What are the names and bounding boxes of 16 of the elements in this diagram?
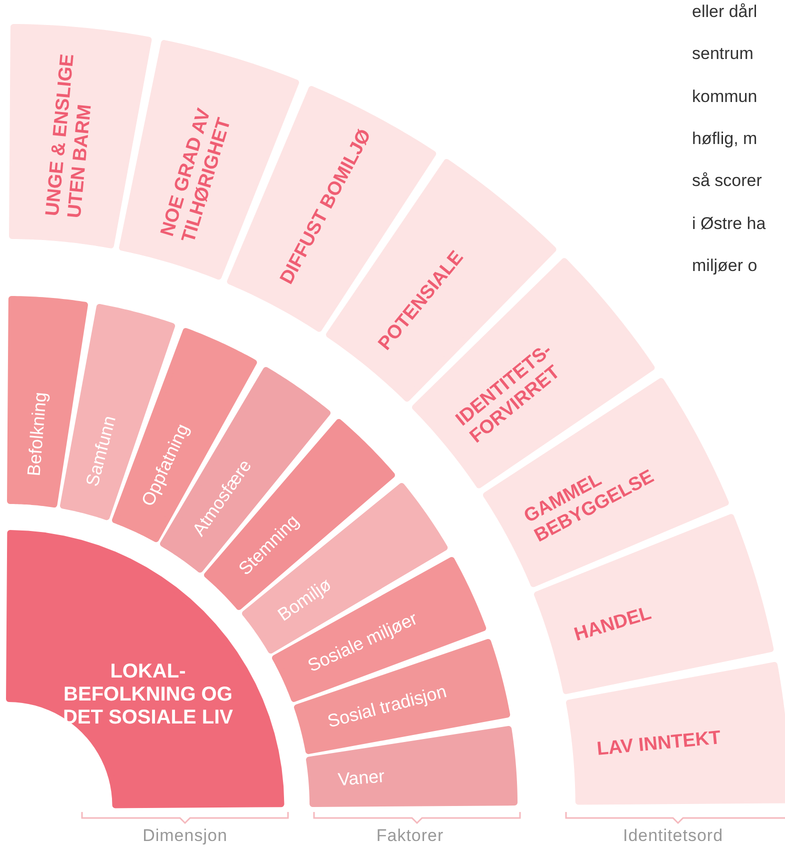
- paragraph-line: så scorer: [692, 171, 762, 192]
- group-caption: Dimensjon: [142, 826, 228, 846]
- identity-word: LAV INNTEKT: [596, 728, 722, 762]
- identity-word: UNGE & ENSLIGE UTEN BARM: [42, 52, 96, 219]
- paragraph-line: høflig, m: [692, 128, 758, 149]
- paragraph-line: miljøer o: [692, 256, 758, 276]
- group-caption: Faktorer: [376, 826, 444, 846]
- paragraph-line: i Østre ha: [692, 214, 766, 234]
- factor-label: Befolkning: [24, 391, 52, 477]
- factor-label: Sosial tradisjon: [326, 682, 449, 732]
- paragraph-line: sentrum: [692, 44, 754, 64]
- factor-label: Vaner: [337, 766, 386, 790]
- paragraph-line: kommun: [692, 86, 758, 107]
- factor-label: Samfunn: [82, 413, 120, 488]
- paragraph-line: eller dårl: [692, 2, 758, 22]
- group-caption: Identitetsord: [622, 826, 724, 846]
